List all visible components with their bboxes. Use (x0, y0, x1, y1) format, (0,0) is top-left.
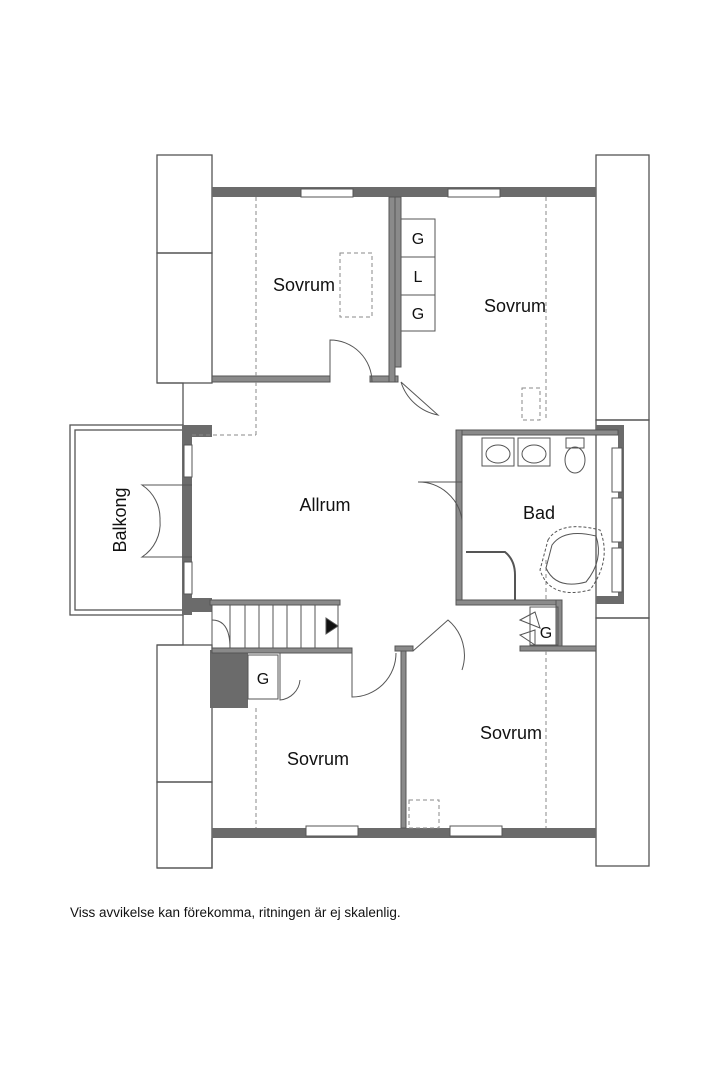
room-label-sovrum-nw: Sovrum (273, 275, 335, 295)
partitions (209, 196, 619, 829)
closet-label-g-bath: G (540, 625, 552, 642)
closet-label-g-sw: G (257, 671, 269, 688)
closet-label-g1: G (412, 231, 424, 248)
walls (182, 187, 624, 838)
windows (183, 188, 623, 837)
bath-fixtures (466, 437, 605, 600)
room-label-allrum: Allrum (299, 495, 350, 515)
roof-outlines (156, 154, 650, 869)
room-label-sovrum-sw: Sovrum (287, 749, 349, 769)
closet-label-l: L (414, 269, 423, 286)
dashed-lines (192, 197, 547, 829)
bath-closet (518, 606, 559, 646)
room-label-bad: Bad (523, 503, 555, 523)
room-label-balkong: Balkong (110, 487, 130, 552)
disclaimer-text: Viss avvikelse kan förekomma, ritningen … (70, 905, 401, 920)
stairs (211, 604, 339, 649)
sw-closet (247, 654, 279, 700)
closets (400, 218, 436, 332)
doors (140, 339, 465, 701)
closet-label-g2: G (412, 306, 424, 323)
room-label-sovrum-ne: Sovrum (484, 296, 546, 316)
room-label-sovrum-se: Sovrum (480, 723, 542, 743)
